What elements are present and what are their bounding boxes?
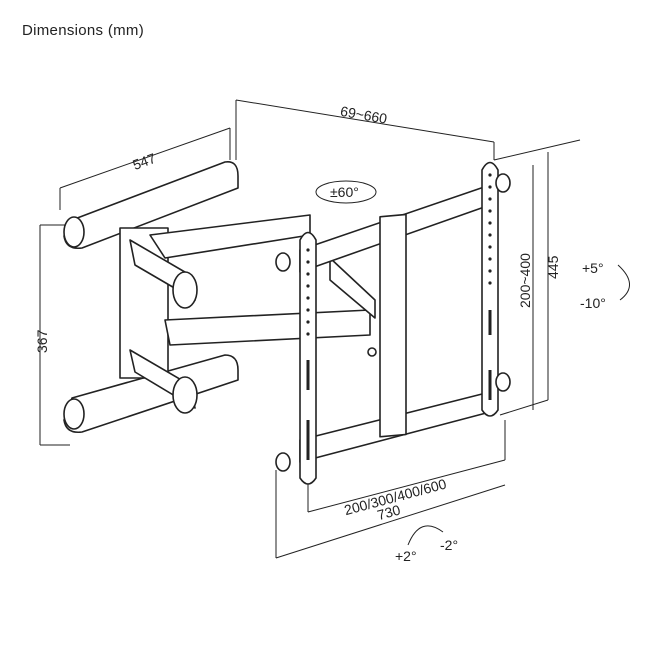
level-minus-label: -2° [440,537,458,553]
vertical-vesa-label: 200~400 [517,253,533,308]
tv-bracket [275,161,511,485]
tv-bracket-width-label: 730 [375,502,402,524]
wall-plate-height-label: 367 [34,329,50,353]
diagram-title: Dimensions (mm) [22,22,145,39]
wall-plate [63,160,239,434]
tv-bracket-height-label: 445 [545,255,561,279]
swivel-arrow-icon [315,180,377,204]
level-arrow-icon [407,525,444,546]
swivel-label: ±60° [330,184,359,200]
tilt-down-label: -10° [580,295,606,311]
tilt-arrow-icon [617,264,630,301]
wall-plate-width-label: 547 [130,150,158,173]
level-plus-label: +2° [395,548,417,564]
extension-label: 69~660 [339,103,388,127]
dimension-lines [39,99,581,559]
articulating-arms [129,214,376,414]
tilt-up-label: +5° [582,260,604,276]
rotation-arrows [315,180,630,546]
